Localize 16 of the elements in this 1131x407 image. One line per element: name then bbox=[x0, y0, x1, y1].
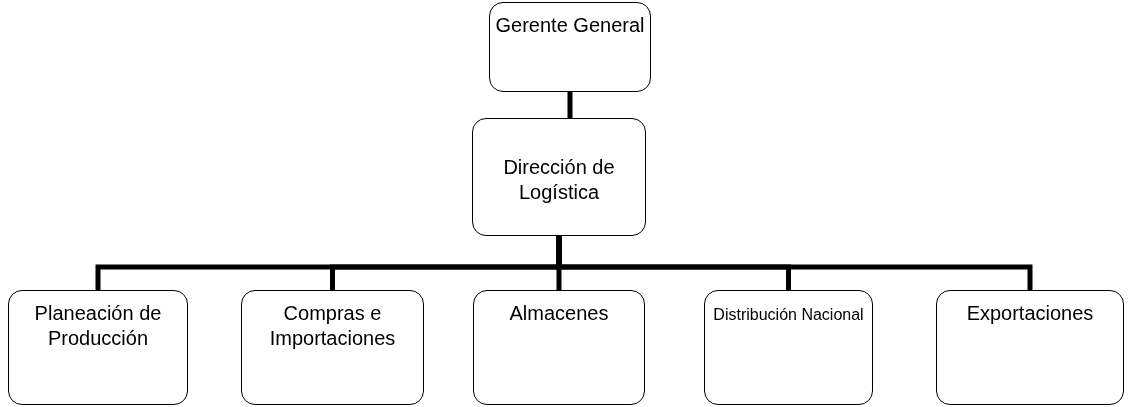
org-chart-box bbox=[473, 290, 645, 405]
position-title: Almacenes bbox=[508, 301, 610, 326]
position-title: Planeación de Producción bbox=[33, 301, 163, 351]
connector-line bbox=[556, 236, 1033, 290]
org-chart-box bbox=[704, 290, 873, 405]
org-chart-box bbox=[489, 2, 651, 92]
position-title: Compras e Importaciones bbox=[268, 301, 397, 351]
org-chart-box bbox=[936, 290, 1124, 405]
position-title: Dirección de Logística bbox=[502, 155, 616, 205]
position-title: Distribución Nacional bbox=[712, 305, 865, 325]
org-chart-box bbox=[472, 118, 646, 236]
position-title: Exportaciones bbox=[965, 301, 1095, 326]
position-title: Gerente General bbox=[494, 13, 646, 38]
connector-line bbox=[567, 92, 573, 118]
org-chart-box bbox=[8, 290, 188, 405]
org-chart-box bbox=[241, 290, 424, 405]
